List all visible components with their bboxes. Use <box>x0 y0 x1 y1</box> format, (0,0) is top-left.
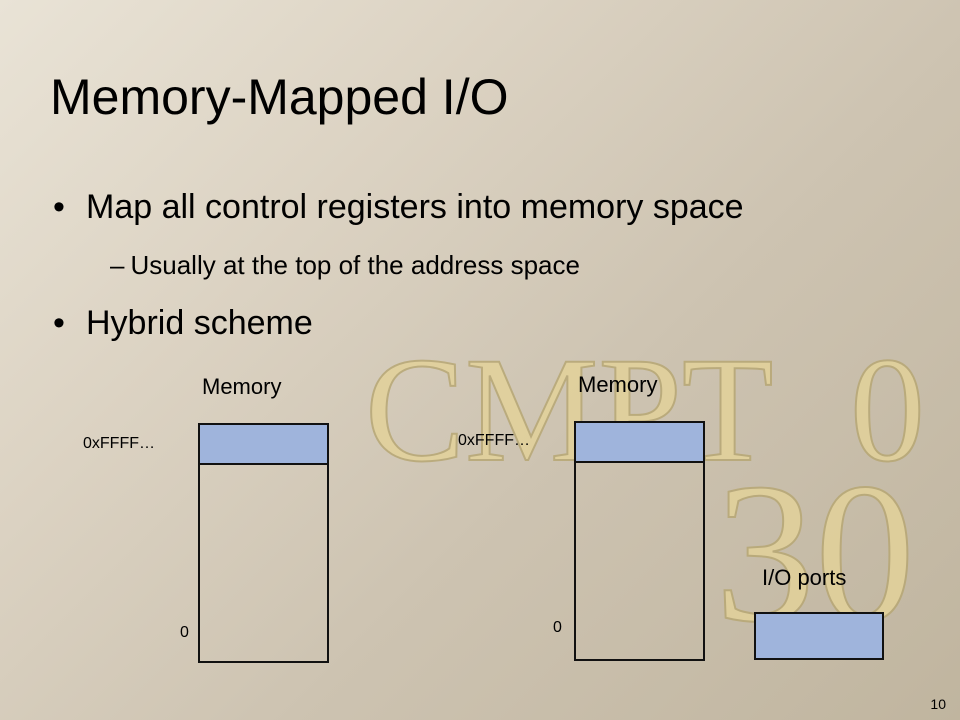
right-top-address: 0xFFFF… <box>458 432 530 449</box>
left-io-register-region <box>198 423 329 465</box>
page-number: 10 <box>930 696 946 712</box>
bullet-symbol: • <box>53 304 65 342</box>
io-ports-label: I/O ports <box>762 565 847 590</box>
bullet-text: Hybrid scheme <box>86 304 313 342</box>
io-ports-block <box>754 612 884 660</box>
sub-bullet-text: Usually at the top of the address space <box>130 250 580 280</box>
watermark-text-cmpt: CMPT <box>365 327 773 493</box>
left-memory-label: Memory <box>202 374 282 399</box>
bullet-text: Map all control registers into memory sp… <box>86 188 744 226</box>
watermark-text-0: 0 <box>850 327 925 493</box>
bullet-item: • Map all control registers into memory … <box>53 188 744 227</box>
bullet-item: • Hybrid scheme <box>53 304 313 343</box>
left-bottom-address: 0 <box>180 624 189 641</box>
sub-bullet-item: –Usually at the top of the address space <box>110 250 580 281</box>
right-bottom-address: 0 <box>553 619 562 636</box>
right-io-register-region <box>574 421 705 463</box>
bullet-symbol: • <box>53 188 65 226</box>
right-memory-label: Memory <box>578 372 658 397</box>
left-top-address: 0xFFFF… <box>83 435 155 452</box>
slide-title: Memory-Mapped I/O <box>50 69 509 125</box>
sub-bullet-symbol: – <box>110 250 125 280</box>
